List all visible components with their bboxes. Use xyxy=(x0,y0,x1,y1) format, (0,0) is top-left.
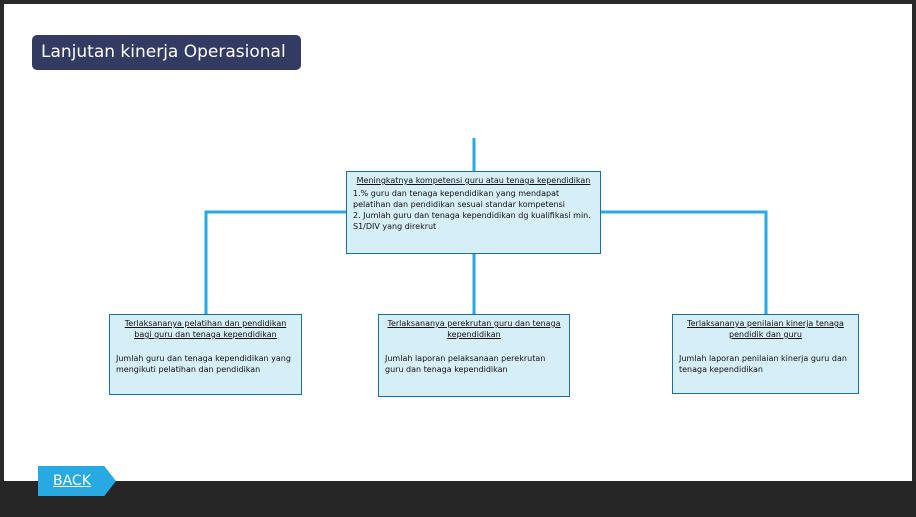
child-node-indicator: Jumlah guru dan tenaga kependidikan yang… xyxy=(116,354,291,374)
back-button[interactable]: BACK xyxy=(38,466,116,496)
child-node-title: Terlaksananya pelatihan dan pendidikan b… xyxy=(124,319,287,339)
child-node-title: Terlaksananya penilaian kinerja tenaga p… xyxy=(687,319,844,339)
child-node-assessment: Terlaksananya penilaian kinerja tenaga p… xyxy=(672,314,859,394)
root-node-indicators: 1.% guru dan tenaga kependidikan yang me… xyxy=(353,189,591,231)
slide-title: Lanjutan kinerja Operasional xyxy=(32,35,301,70)
root-node-title: Meningkatnya kompetensi guru atau tenaga… xyxy=(356,176,591,185)
child-node-training: Terlaksananya pelatihan dan pendidikan b… xyxy=(109,314,302,395)
root-node: Meningkatnya kompetensi guru atau tenaga… xyxy=(346,171,601,254)
child-node-recruitment: Terlaksananya perekrutan guru dan tenaga… xyxy=(378,314,570,397)
child-node-indicator: Jumlah laporan pelaksanaan perekrutan gu… xyxy=(385,354,546,374)
bottom-bar xyxy=(0,481,916,517)
child-node-title: Terlaksananya perekrutan guru dan tenaga… xyxy=(387,319,561,339)
child-node-indicator: Jumlah laporan penilaian kinerja guru da… xyxy=(679,354,847,374)
